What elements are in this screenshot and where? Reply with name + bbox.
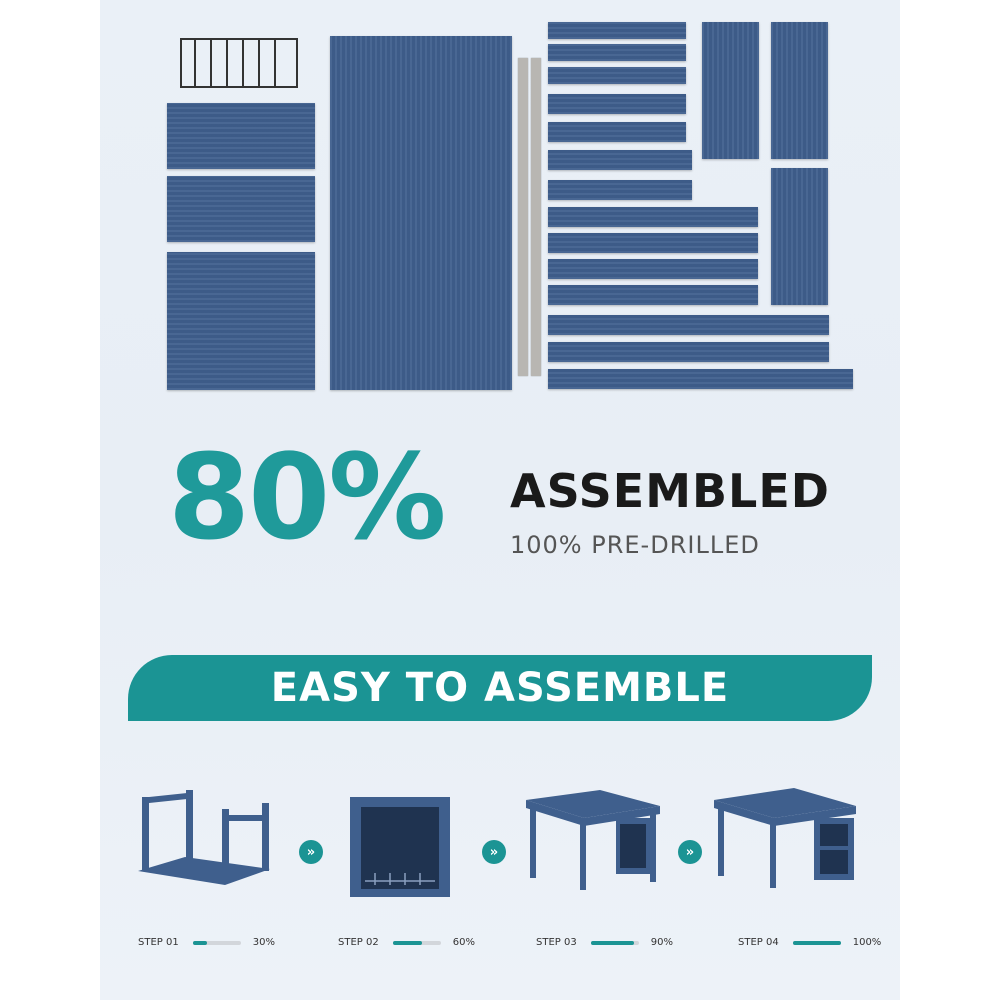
side-panel — [771, 168, 828, 305]
board — [548, 207, 758, 227]
step-percent: 60% — [452, 937, 475, 948]
step-percent: 90% — [650, 937, 673, 948]
banner-label: EASY TO ASSEMBLE — [270, 665, 730, 711]
headline-percent: 80% — [168, 428, 446, 566]
progress-fill — [392, 941, 422, 945]
board — [548, 233, 758, 253]
side-panel — [771, 22, 828, 159]
step-label: STEP 01 — [138, 937, 179, 948]
board — [548, 122, 686, 142]
side-panel — [702, 22, 759, 159]
wire-rack — [180, 38, 298, 88]
progress-bar — [590, 941, 639, 945]
headline-predrilled: 100% PRE-DRILLED — [510, 531, 760, 559]
double-chevron-right-icon: » — [482, 840, 506, 864]
step-percent: 100% — [852, 937, 882, 948]
progress-bar — [792, 941, 841, 945]
progress-fill — [192, 941, 208, 945]
step-label: STEP 03 — [536, 937, 577, 948]
step-1-illustration — [138, 790, 270, 885]
double-chevron-right-icon: » — [678, 840, 702, 864]
board — [548, 342, 829, 362]
step-row: STEP 04 100% — [738, 935, 881, 951]
step-row: STEP 01 30% — [138, 935, 275, 951]
headline-assembled: ASSEMBLED — [510, 464, 830, 518]
shelf-panel — [167, 103, 315, 169]
step-label: STEP 02 — [338, 937, 379, 948]
board — [548, 150, 692, 170]
step-row: STEP 02 60% — [338, 935, 475, 951]
step-row: STEP 03 90% — [536, 935, 673, 951]
step-label: STEP 04 — [738, 937, 779, 948]
board — [548, 94, 686, 114]
shelf-panel — [167, 252, 315, 390]
board — [548, 44, 686, 61]
tabletop-panel — [330, 36, 512, 390]
board — [548, 259, 758, 279]
progress-fill — [792, 941, 841, 945]
progress-fill — [590, 941, 634, 945]
step-2-illustration — [350, 797, 450, 897]
step-3-illustration — [526, 790, 660, 890]
easy-assemble-banner: EASY TO ASSEMBLE — [128, 655, 872, 721]
board — [548, 315, 829, 335]
metal-rail — [518, 58, 528, 376]
progress-bar — [192, 941, 241, 945]
board — [548, 285, 758, 305]
step-percent: 30% — [252, 937, 275, 948]
step-4-illustration — [714, 788, 856, 888]
shelf-panel — [167, 176, 315, 242]
double-chevron-right-icon: » — [299, 840, 323, 864]
board — [548, 67, 686, 84]
metal-rail — [531, 58, 541, 376]
board — [548, 22, 686, 39]
progress-bar — [392, 941, 441, 945]
board — [548, 180, 692, 200]
parts-layout — [0, 0, 1000, 410]
board — [548, 369, 853, 389]
